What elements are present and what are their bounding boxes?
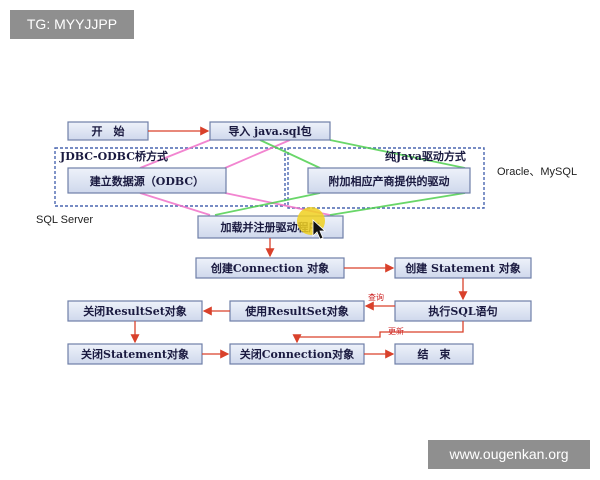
group-jdbc-odbc — [54, 147, 286, 207]
node-close-conn-label: 关闭Connection对象 — [240, 347, 354, 361]
node-import-label: 导入 java.sql包 — [228, 124, 311, 138]
node-load-label: 加载并注册驱动程序 — [220, 220, 320, 234]
node-start: 开 始 — [67, 121, 149, 141]
node-conn-label: 创建Connection 对象 — [210, 261, 329, 275]
node-exec: 执行SQL语句 — [394, 300, 532, 322]
watermark-top-left: TG: MYYJJPP — [10, 10, 134, 39]
node-start-label: 开 始 — [92, 124, 125, 138]
mouse-cursor-icon — [312, 219, 327, 240]
node-close-stmt-label: 关闭Statement对象 — [81, 347, 189, 361]
edge-label-update: 更新 — [388, 326, 404, 336]
node-close-conn: 关闭Connection对象 — [229, 343, 365, 365]
node-end-label: 结 束 — [417, 347, 452, 361]
node-odbc-label: 建立数据源（ODBC） — [90, 174, 204, 188]
node-end: 结 束 — [394, 343, 474, 365]
node-vendor: 附加相应产商提供的驱动 — [307, 167, 471, 194]
node-odbc: 建立数据源（ODBC） — [67, 167, 227, 194]
watermark-bottom-right: www.ougenkan.org — [428, 440, 590, 469]
group-pure-java — [287, 147, 485, 209]
node-close-rs: 关闭ResultSet对象 — [67, 300, 203, 322]
node-exec-label: 执行SQL语句 — [428, 304, 497, 318]
node-close-rs-label: 关闭ResultSet对象 — [83, 304, 187, 318]
group-pure-java-label: 纯Java驱动方式 — [385, 149, 466, 163]
side-label-oracle-mysql: Oracle、MySQL — [497, 166, 577, 178]
flow-arrows — [130, 126, 468, 359]
green-connectors — [214, 139, 466, 216]
node-use-rs-label: 使用ResultSet对象 — [244, 304, 349, 318]
node-close-stmt: 关闭Statement对象 — [67, 343, 203, 365]
node-import: 导入 java.sql包 — [209, 121, 331, 141]
node-use-rs: 使用ResultSet对象 — [229, 300, 365, 322]
node-conn: 创建Connection 对象 — [195, 257, 345, 279]
node-stmt-label: 创建 Statement 对象 — [404, 261, 521, 275]
node-stmt: 创建 Statement 对象 — [394, 257, 532, 279]
side-label-sql-server: SQL Server — [36, 214, 93, 226]
edge-label-query: 查询 — [368, 292, 384, 302]
group-jdbc-odbc-label: JDBC-ODBC桥方式 — [59, 149, 168, 163]
node-vendor-label: 附加相应产商提供的驱动 — [329, 174, 450, 188]
